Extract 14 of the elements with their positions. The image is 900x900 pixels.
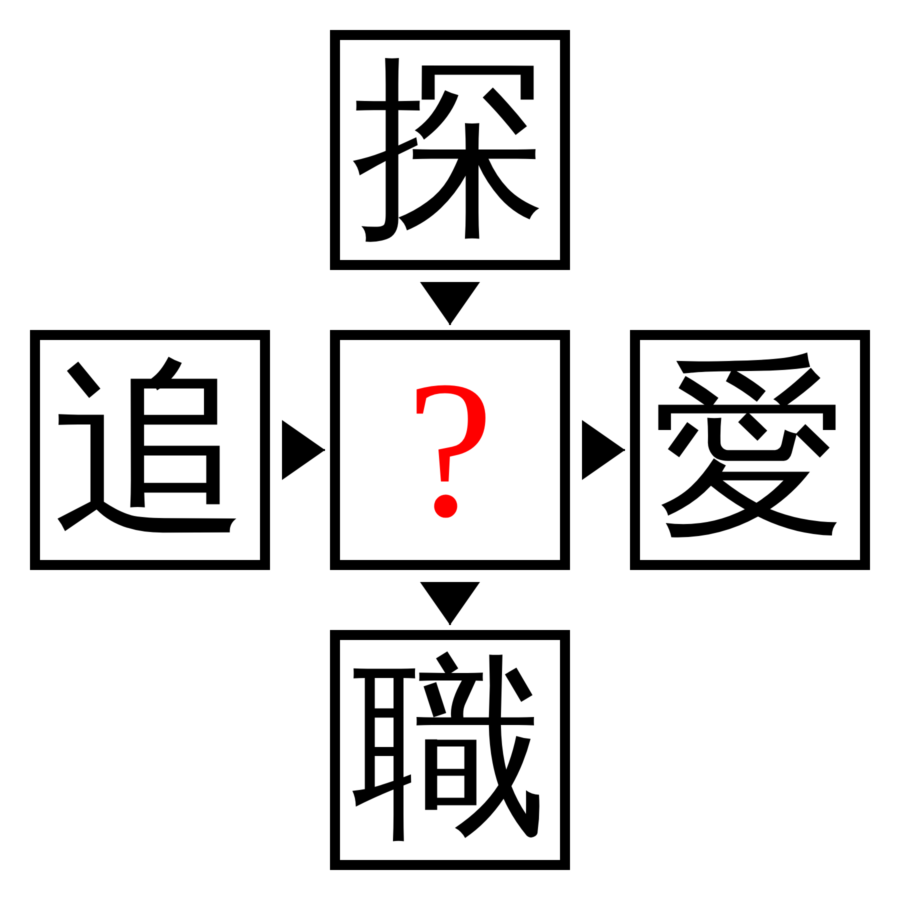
character-box <box>30 330 270 570</box>
character-box <box>630 330 870 570</box>
kanji-character: 職 <box>352 652 548 848</box>
kanji-character: 愛 <box>652 352 848 548</box>
arrowhead <box>420 282 480 325</box>
arrowhead <box>282 420 325 480</box>
kanji-character: 追 <box>52 352 248 548</box>
question-mark: ? <box>406 352 494 548</box>
arrowhead <box>420 582 480 625</box>
character-box <box>330 330 570 570</box>
character-box <box>330 630 570 870</box>
kanji-character: 探 <box>352 52 548 248</box>
arrowhead <box>582 420 625 480</box>
character-box <box>330 30 570 270</box>
